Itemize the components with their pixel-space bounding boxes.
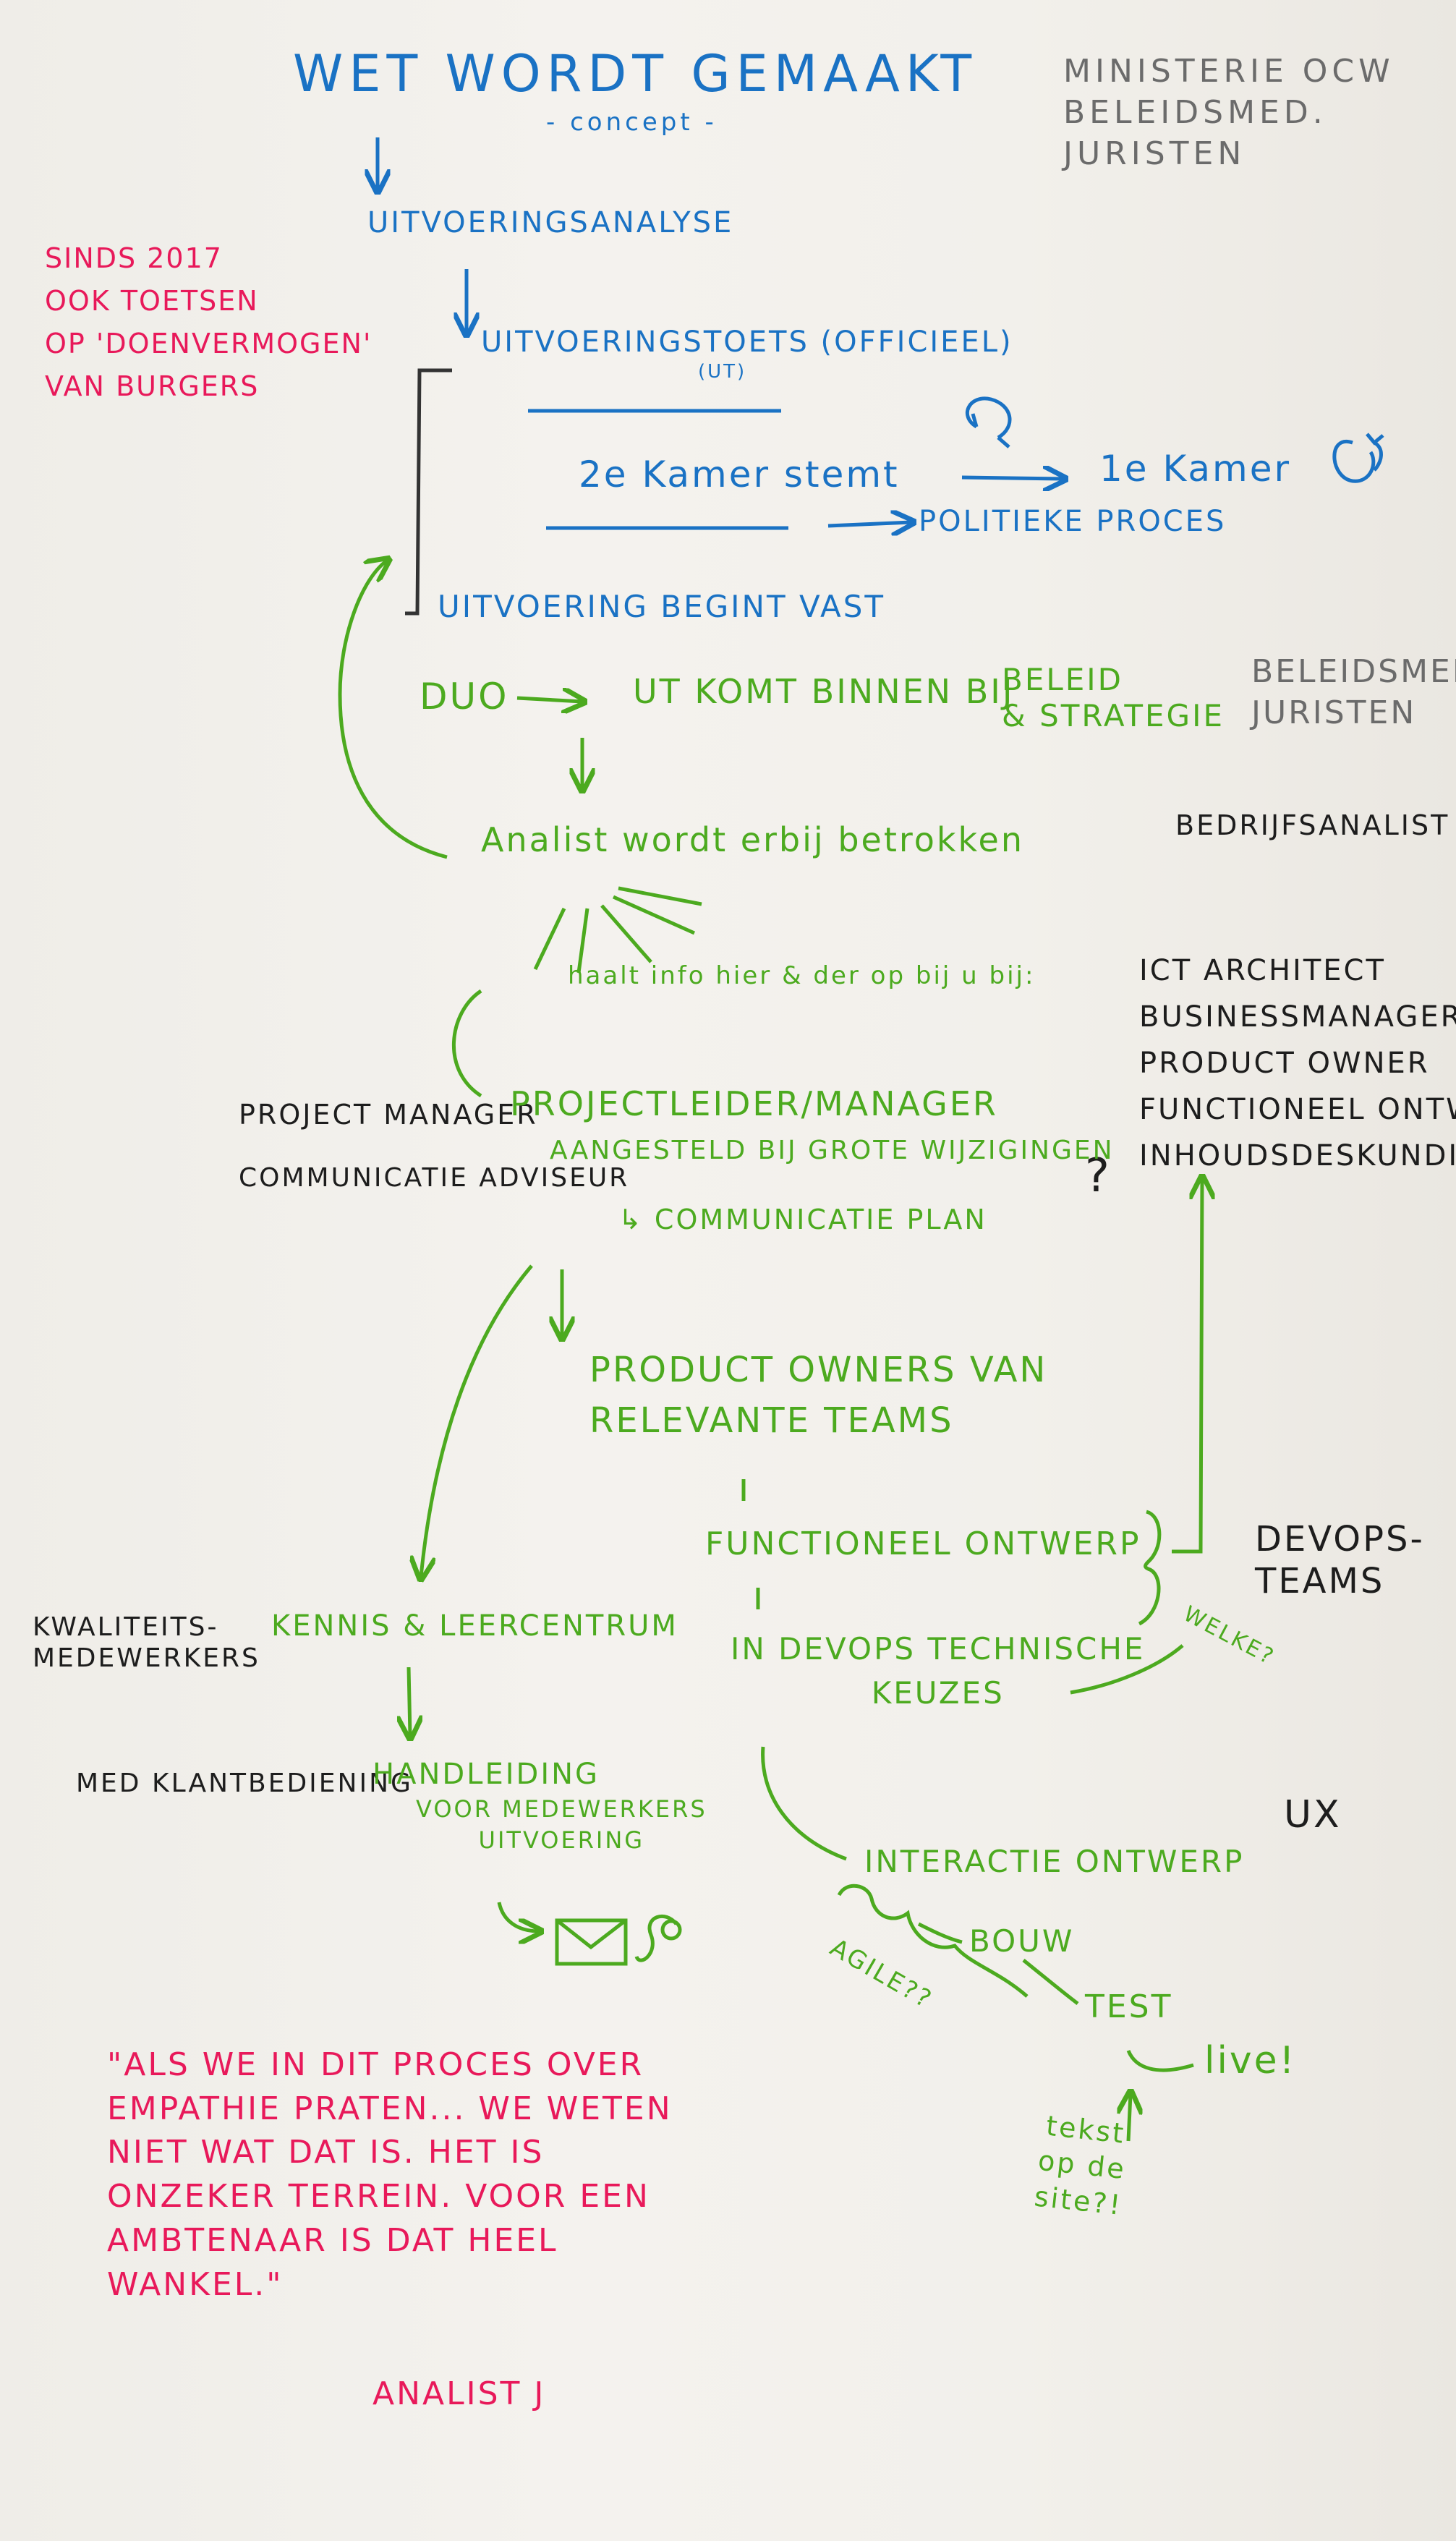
connector-to-bouw <box>917 1922 963 1944</box>
label-communicatieplan: ↳ communicatie plan <box>618 1204 987 1235</box>
label-kwaliteitsmedewerkers: Kwaliteits- medewerkers <box>33 1612 260 1674</box>
list-roles-right: ICT architect Businessmanager Product ow… <box>1139 954 1456 1172</box>
connector-bouw-to-test <box>1022 1959 1079 2005</box>
arrow-to-handleiding <box>409 1667 410 1736</box>
ray-4 <box>612 895 696 935</box>
label-beleid-strategie: Beleid & strategie <box>1002 662 1225 734</box>
step-2e-kamer: 2e Kamer stemt <box>579 454 900 495</box>
label-ut: (UT) <box>698 361 747 383</box>
cycle-icon-kamer1 <box>1332 433 1384 483</box>
line-to-interactie <box>761 1746 847 1861</box>
step-ut-komt-binnen: UT komt binnen bij <box>633 672 1015 711</box>
ray-3 <box>600 904 652 963</box>
step-politieke-proces: Politieke proces <box>919 505 1227 538</box>
ray-1 <box>533 907 566 971</box>
envelope-flap <box>555 1919 627 1950</box>
label-med-klantbediening: Med klantbediening <box>76 1769 413 1798</box>
step-functioneel-ontwerp: Functioneel ontwerp <box>705 1525 1141 1562</box>
step-product-owners: Product owners van relevante teams <box>589 1350 1048 1441</box>
question-mark: ? <box>1085 1149 1112 1203</box>
loop-analist-back-to-uitvoering <box>338 561 448 859</box>
quote-text: "Als we in dit proces over empathie prat… <box>107 2046 673 2303</box>
cycle-icon-kamer2 <box>966 396 1012 448</box>
step-handleiding: Handleiding <box>372 1758 600 1791</box>
step-1e-kamer: 1e Kamer <box>1099 448 1292 490</box>
page-title: Wet wordt gemaakt <box>293 44 978 103</box>
quote-author: Analist J <box>372 2375 546 2412</box>
step-uitvoering-begint: Uitvoering begint vast <box>438 589 886 624</box>
label-handleiding-sub: voor medewerkers uitvoering <box>416 1795 707 1855</box>
step-live: live! <box>1204 2039 1297 2082</box>
label-tekst-op-site: tekst op de site?! <box>1032 2109 1128 2221</box>
agile-swirl <box>837 1884 1029 1998</box>
label-aangesteld: aangesteld bij grote wijzigingen <box>550 1136 1115 1165</box>
side-note: Sinds 2017 ook toetsen op 'doenvermogen'… <box>45 242 372 402</box>
bracket-left <box>405 368 452 616</box>
label-ux: UX <box>1284 1793 1342 1836</box>
ministry-label: Ministerie OCW Beleidsmed. Juristen <box>1063 53 1395 173</box>
label-bedrijfsanalist: Bedrijfsanalist <box>1175 809 1450 841</box>
label-project-manager: Project manager <box>239 1099 538 1131</box>
label-devops-teams: DevOps- teams <box>1255 1519 1425 1601</box>
step-uitvoeringstoets: Uitvoeringstoets (officieel) <box>481 325 1013 359</box>
phone-knob <box>660 1919 682 1941</box>
page-subtitle: - concept - <box>546 108 718 137</box>
line-welke <box>1070 1644 1184 1695</box>
arrow-duo-to-ut <box>516 698 582 702</box>
label-communicatie-adviseur: Communicatie adviseur <box>239 1163 630 1193</box>
step-analist-betrokken: Analist wordt erbij betrokken <box>481 820 1024 859</box>
step-uitvoeringsanalyse: Uitvoeringsanalyse <box>367 206 734 239</box>
envelope-icon <box>555 1918 628 1966</box>
connector-test-to-live <box>1126 2049 1194 2072</box>
ray-2 <box>576 908 589 974</box>
brace-right <box>1138 1510 1162 1626</box>
label-duo: DUO <box>420 676 509 718</box>
step-bouw: Bouw <box>969 1923 1075 1959</box>
step-projectleider: Projectleider/manager <box>510 1084 998 1123</box>
arrow-to-politiek <box>827 522 911 526</box>
step-interactie-ontwerp: Interactie ontwerp <box>864 1844 1245 1879</box>
arrow-up-to-roles <box>1172 1179 1202 1554</box>
arrow-to-kennis <box>421 1264 533 1577</box>
step-kennis-leercentrum: Kennis & leercentrum <box>271 1609 678 1643</box>
ray-5 <box>618 886 702 906</box>
phone-icon <box>634 1914 678 1962</box>
arrow-kamer2-to-kamer1 <box>961 477 1063 479</box>
step-test: Test <box>1085 1988 1173 2025</box>
label-beleidsmed-juristen: Beleidsmed. Juristen <box>1251 653 1456 732</box>
curve-to-projectleider <box>451 989 482 1098</box>
arrow-handleiding-to-mail <box>497 1902 539 1931</box>
label-haalt-info: haalt info hier & der op bij u bij: <box>568 961 1036 990</box>
step-indevops-keuzes: in DevOps technische keuzes <box>731 1631 1146 1711</box>
arrow-site-to-live <box>1128 2094 1131 2142</box>
